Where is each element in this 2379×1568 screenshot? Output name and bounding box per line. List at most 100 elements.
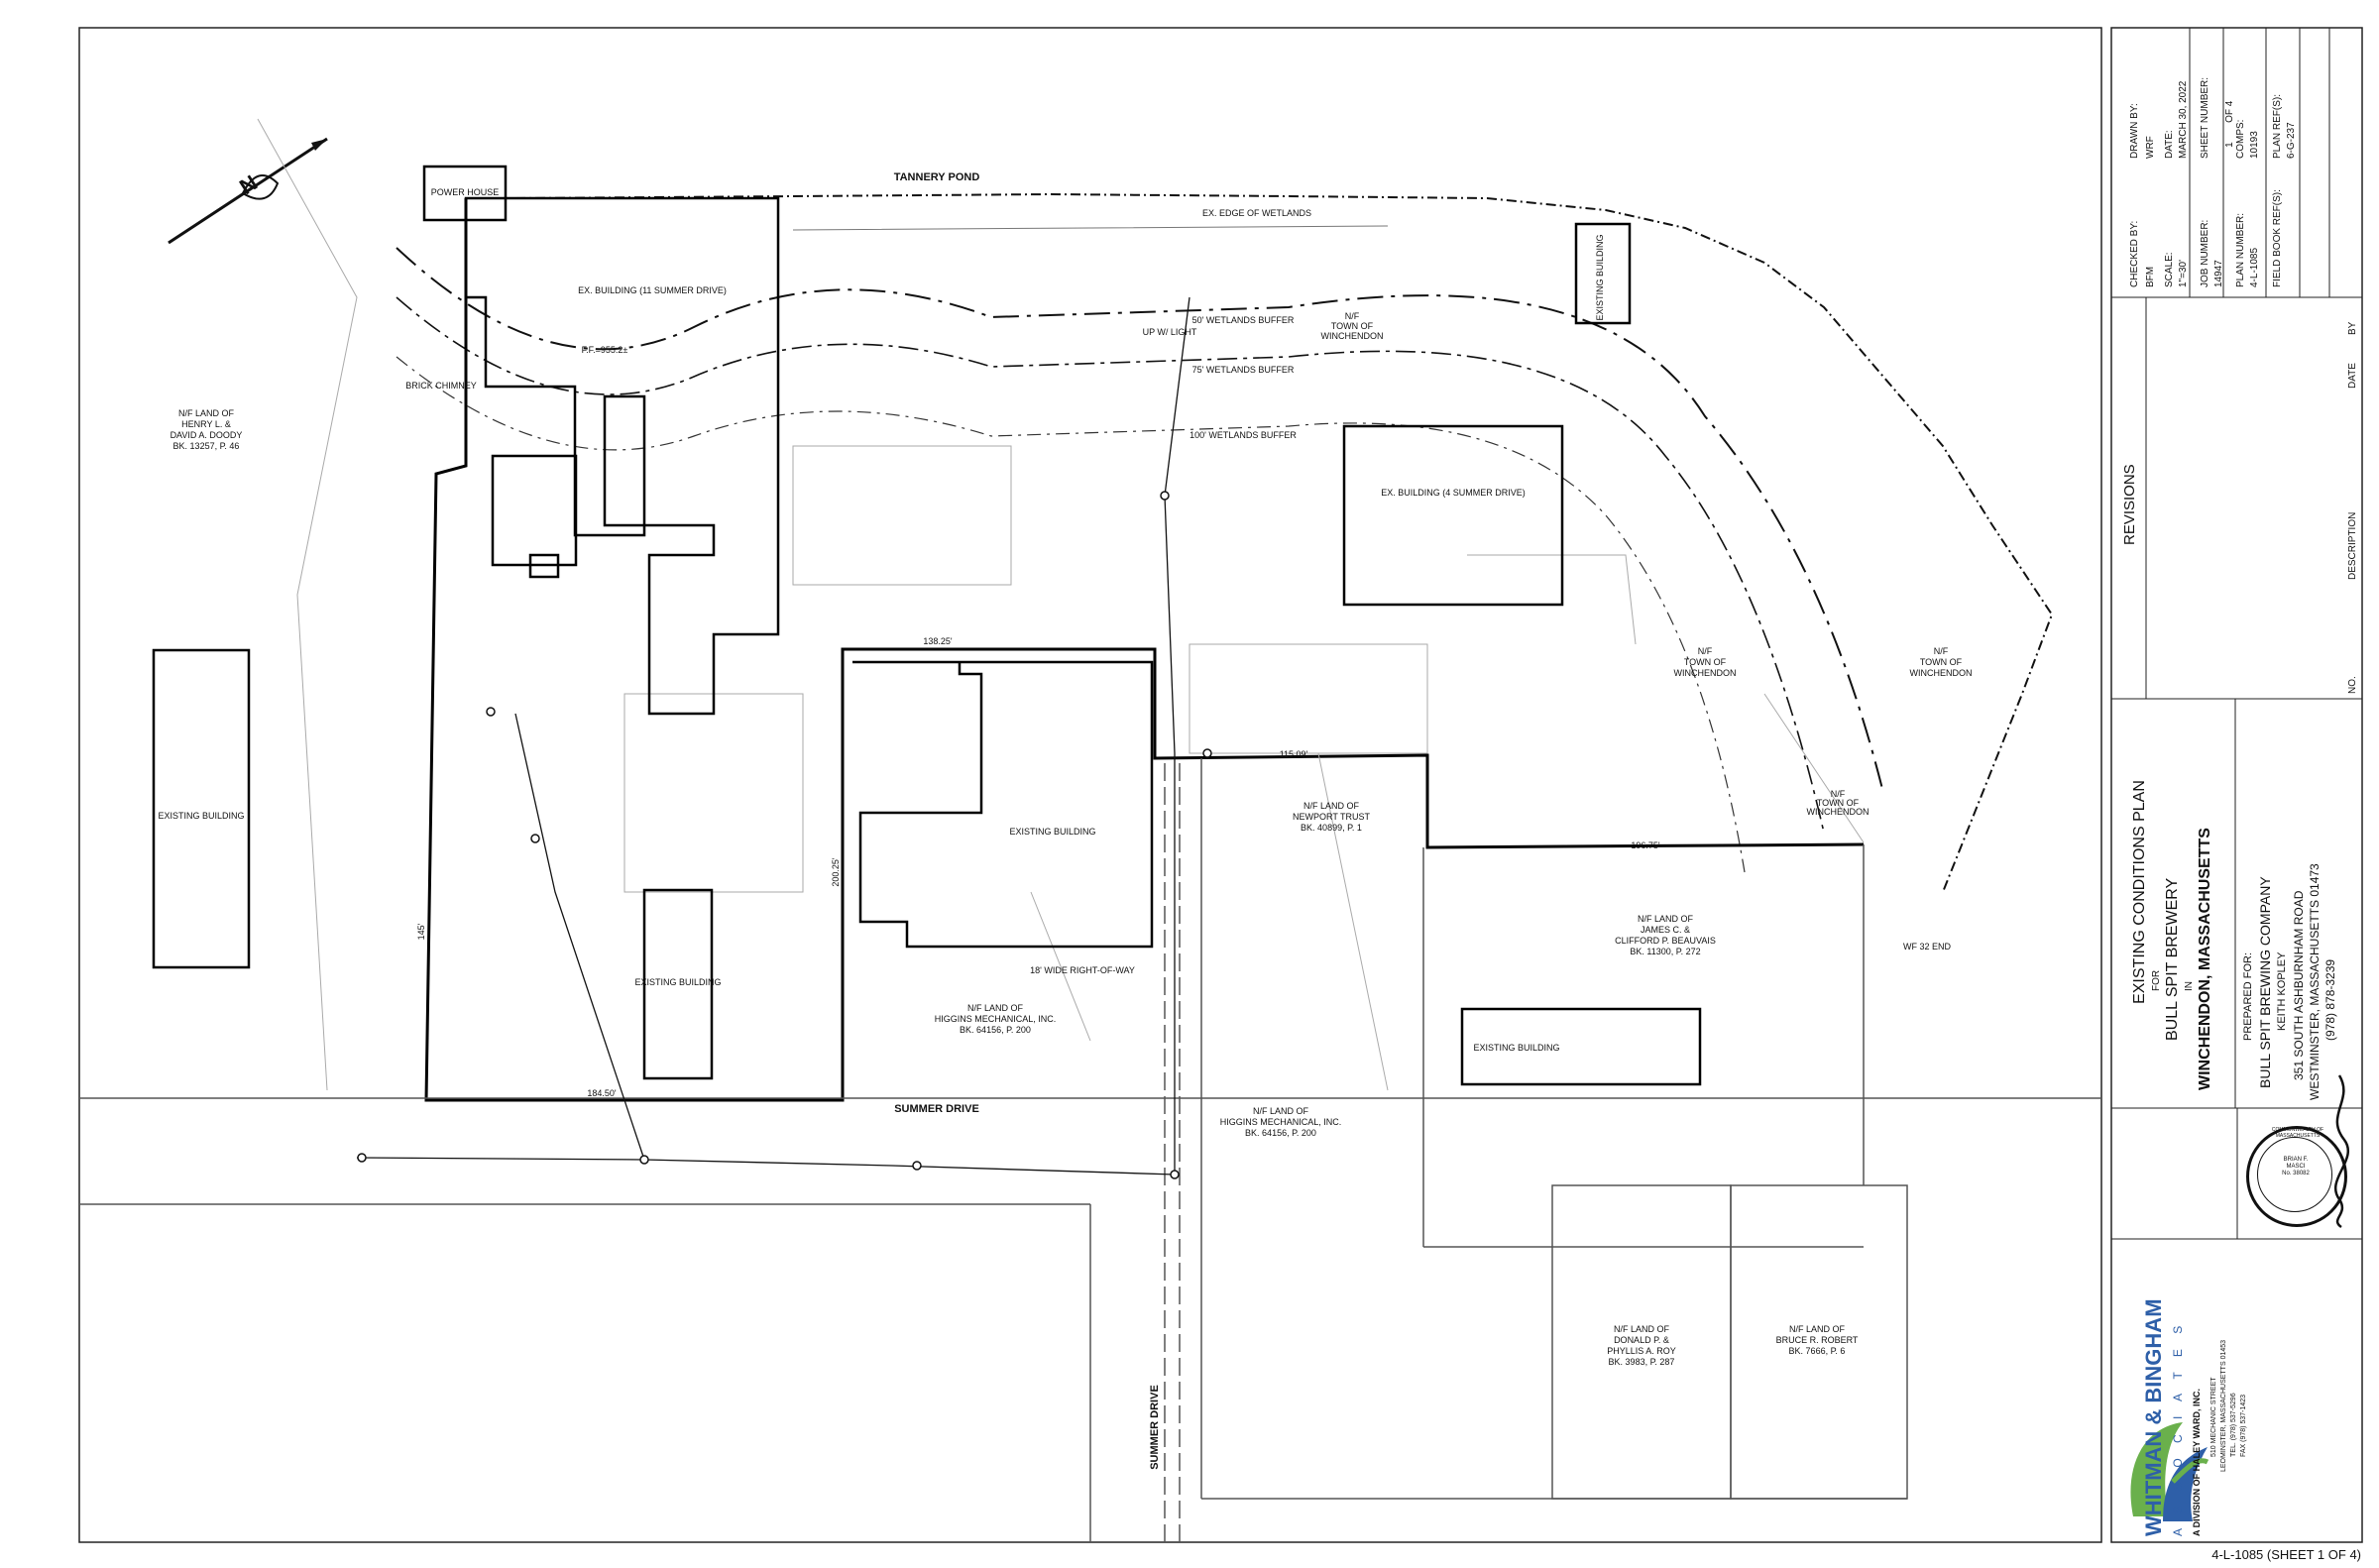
svg-text:N/F LAND OF: N/F LAND OF [1614,1324,1670,1334]
utility-poles [357,491,1212,1179]
firm-fax: FAX (978) 537-1423 [2240,1394,2247,1457]
buffer-75-line [396,296,1825,834]
professional-seal-icon: BRIAN F. MASCI No. 38082 COMMONWEALTH OF… [2246,1126,2347,1227]
firm-logo-icon [2130,1422,2209,1521]
dim-1: 138.25' [923,636,953,646]
plan-number: 4-L-1085 [2249,247,2260,287]
client-contact: KEITH KOPLEY [2276,952,2288,1031]
building-tiny [528,553,560,579]
road-label: SUMMER DRIVE [894,1103,979,1115]
firm-address-1: 510 MECHANIC STREET [2210,1377,2217,1457]
note-up-light: UP W/ LIGHT [1143,327,1197,337]
label-power-house: POWER HOUSE [431,187,500,197]
svg-text:HIGGINS MECHANICAL, INC.: HIGGINS MECHANICAL, INC. [935,1014,1057,1024]
sheet-number: 1 OF 4 [2224,100,2235,148]
svg-text:NEWPORT TRUST: NEWPORT TRUST [1293,812,1371,822]
signature-icon [2333,1074,2350,1229]
svg-text:N/F LAND OF: N/F LAND OF [1638,914,1694,924]
parcel-robert: N/F LAND OF BRUCE R. ROBERT BK. 7666, P.… [1776,1324,1859,1356]
svg-text:HENRY L. &: HENRY L. & [181,419,231,429]
svg-text:WINCHENDON: WINCHENDON [1807,807,1869,817]
svg-text:N/F LAND OF: N/F LAND OF [1789,1324,1846,1334]
title-for: FOR [2151,969,2162,991]
client-name: BULL SPIT BREWING COMPANY [2257,876,2273,1088]
plan-number-label: PLAN NUMBER: [2235,212,2246,287]
date-label: DATE: [2164,130,2175,159]
buffer-50-line [396,247,1884,794]
svg-text:N/F: N/F [1345,311,1360,321]
svg-text:TOWN OF: TOWN OF [1331,321,1374,331]
seal-number: No. 38082 [2282,1171,2310,1176]
svg-text:N/F LAND OF: N/F LAND OF [178,408,235,418]
seal-text: COMMONWEALTH OF MASSACHUSETTS [2271,1127,2324,1139]
title-in: IN [2184,981,2195,991]
revision-by: BY [2347,321,2358,335]
dim-2: 115.09' [1280,749,1308,759]
label-existing-center: EXISTING BUILDING [1009,827,1095,837]
label-ex-building-4: EX. BUILDING (4 SUMMER DRIVE) [1381,488,1526,498]
property-boundary [424,198,1865,1102]
svg-text:N/F: N/F [1698,646,1713,656]
label-existing-lower: EXISTING BUILDING [634,977,721,987]
parcel-town-3: N/F TOWN OF WINCHENDON [1910,646,1973,678]
note-brick-chimney: BRICK CHIMNEY [405,381,477,391]
drawn-by: WRF [2145,136,2156,159]
parcel-lines [79,758,2101,1542]
title-block-grid [2111,28,2362,1240]
label-existing-right: EXISTING BUILDING [1473,1043,1559,1053]
building-existing-lower [642,888,714,1080]
svg-text:BK. 64156, P. 200: BK. 64156, P. 200 [960,1025,1031,1035]
job-number-label: JOB NUMBER: [2200,219,2210,287]
checked-by: BFM [2145,266,2156,287]
client-address-2: WESTMINSTER, MASSACHUSETTS 01473 [2308,863,2322,1100]
wetlands-edge-line [514,192,2054,893]
building-existing-right [1460,1007,1702,1086]
seal-name: BRIAN F. MASCI [2283,1157,2309,1170]
note-ff: F.F.=955.2± [582,345,628,355]
checked-by-label: CHECKED BY: [2129,220,2140,287]
svg-text:N/F: N/F [1934,646,1949,656]
buffer-100-line [396,356,1746,873]
svg-text:WINCHENDON: WINCHENDON [1674,668,1737,678]
firm-tel: TEL. (978) 537-5296 [2230,1393,2237,1457]
north-arrow-icon: N [168,137,328,245]
revision-no: NO. [2347,676,2358,694]
svg-text:N/F: N/F [1831,789,1846,799]
building-ex-4 [1342,424,1564,607]
note-buffer-75: 75' WETLANDS BUFFER [1192,365,1295,375]
plan-ref: 6-G-237 [2286,122,2297,159]
svg-text:CLIFFORD P. BEAUVAIS: CLIFFORD P. BEAUVAIS [1615,936,1716,946]
parcel-newport: N/F LAND OF NEWPORT TRUST BK. 40899, P. … [1293,801,1371,833]
revision-date: DATE [2347,363,2358,389]
note-buffer-50: 50' WETLANDS BUFFER [1192,315,1295,325]
title-line-3: WINCHENDON, MASSACHUSETTS [2197,828,2213,1090]
pond-label: TANNERY POND [894,171,980,183]
client-address-1: 351 SOUTH ASHBURNHAM ROAD [2292,890,2306,1080]
building-existing-left [152,648,251,969]
parcel-town-1: N/F TOWN OF WINCHENDON [1321,311,1384,341]
road-label-vertical: SUMMER DRIVE [1149,1385,1161,1470]
svg-text:HIGGINS MECHANICAL, INC.: HIGGINS MECHANICAL, INC. [1220,1117,1342,1127]
svg-text:N/F LAND OF: N/F LAND OF [1253,1106,1309,1116]
svg-text:PHYLLIS A. ROY: PHYLLIS A. ROY [1607,1346,1676,1356]
dim-6: 145' [416,923,426,940]
svg-text:BK. 11300, P. 272: BK. 11300, P. 272 [1630,947,1700,956]
parcel-higgins-1: N/F LAND OF HIGGINS MECHANICAL, INC. BK.… [935,1003,1057,1035]
note-wf-end: WF 32 END [1903,942,1952,952]
svg-text:N/F LAND OF: N/F LAND OF [1303,801,1360,811]
svg-text:DAVID A. DOODY: DAVID A. DOODY [170,430,243,440]
firm-address-2: LEOMINSTER, MASSACHUSETTS 01453 [2220,1339,2227,1472]
label-existing-left: EXISTING BUILDING [158,811,244,821]
firm-division: A DIVISION OF HALEY WARD, INC. [2192,1388,2202,1536]
dim-3: 196.75' [1631,840,1660,850]
plan-ref-label: PLAN REF(S): [2272,93,2283,159]
utility-pole-line [356,296,1190,1176]
drawn-by-label: DRAWN BY: [2129,103,2140,159]
client-phone: (978) 878-3239 [2323,958,2337,1041]
building-existing-top-right [1574,222,1632,325]
revision-description: DESCRIPTION [2347,511,2358,580]
sheet-number-label: SHEET NUMBER: [2200,76,2210,159]
svg-text:BK. 13257, P. 46: BK. 13257, P. 46 [173,441,240,451]
dim-4: 184.50' [587,1088,617,1098]
building-existing-center [852,660,1154,949]
